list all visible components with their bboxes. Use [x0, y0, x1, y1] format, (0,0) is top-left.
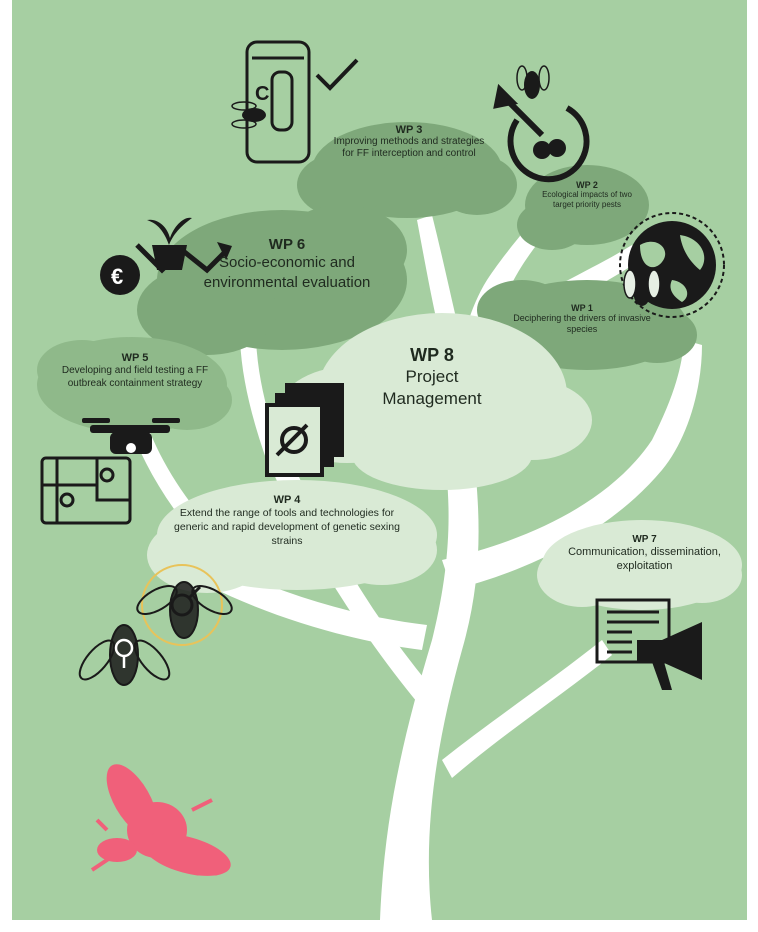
wp4-label: WP 4 Extend the range of tools and techn…	[172, 494, 402, 548]
tree-graphic: C €	[12, 0, 747, 920]
wp8-description: Project Management	[382, 367, 482, 408]
fruit-fly-icon	[231, 101, 266, 129]
newspaper-icon	[595, 598, 671, 664]
female-symbol-icon	[78, 624, 171, 686]
wp2-label: WP 2 Ecological impacts of two target pr…	[542, 180, 632, 210]
wp7-description: Communication, dissemination, exploitati…	[568, 546, 721, 572]
test-kit-icon: C	[245, 40, 311, 164]
wp2-title: WP 2	[576, 180, 598, 190]
svg-text:C: C	[255, 83, 269, 105]
wp5-label: WP 5 Developing and field testing a FF o…	[50, 352, 220, 390]
money-growth-icon: €	[100, 217, 232, 295]
tree-diagram: C €	[12, 0, 747, 920]
wp6-description: Socio-economic and environmental evaluat…	[203, 254, 371, 291]
wp6-label: WP 6 Socio-economic and environmental ev…	[187, 236, 387, 293]
wp3-title: WP 3	[395, 124, 423, 136]
target-arrow-icon	[493, 83, 590, 183]
wp3-label: WP 3 Improving methods and strategies fo…	[330, 124, 488, 160]
wp1-label: WP 1 Deciphering the drivers of invasive…	[507, 303, 657, 335]
fruit-fly-icon	[90, 764, 231, 876]
fruit-fly-icon	[516, 65, 550, 99]
wp1-title: WP 1	[571, 303, 593, 313]
map-icon	[40, 456, 132, 525]
fruit-fly-icon	[623, 269, 661, 306]
wp5-title: WP 5	[121, 352, 149, 364]
cloud-wp4	[147, 480, 437, 593]
megaphone-icon	[637, 622, 702, 690]
cloud-wp5	[37, 337, 232, 433]
wp5-description: Developing and field testing a FF outbre…	[61, 365, 209, 389]
wp3-description: Improving methods and strategies for FF …	[333, 136, 485, 159]
wp2-description: Ecological impacts of two target priorit…	[542, 190, 632, 209]
wp4-title: WP 4	[273, 494, 301, 506]
cloud-wp2	[517, 165, 649, 250]
wp7-label: WP 7 Communication, dissemination, explo…	[562, 534, 727, 573]
checkmark-icon	[315, 58, 359, 91]
wp6-title: WP 6	[268, 236, 306, 253]
fruit-fly-icon	[136, 581, 233, 639]
drone-icon	[82, 418, 180, 454]
wp8-label: WP 8 Project Management	[367, 345, 497, 410]
svg-text:€: €	[111, 264, 123, 289]
cloud-wp3	[297, 122, 517, 218]
gear-wrench-documents-icon	[265, 383, 344, 477]
wp4-description: Extend the range of tools and technologi…	[174, 507, 400, 547]
wp8-title: WP 8	[410, 345, 454, 365]
wp7-title: WP 7	[632, 534, 657, 545]
wp1-description: Deciphering the drivers of invasive spec…	[513, 313, 651, 334]
cloud-wp7	[537, 520, 742, 610]
